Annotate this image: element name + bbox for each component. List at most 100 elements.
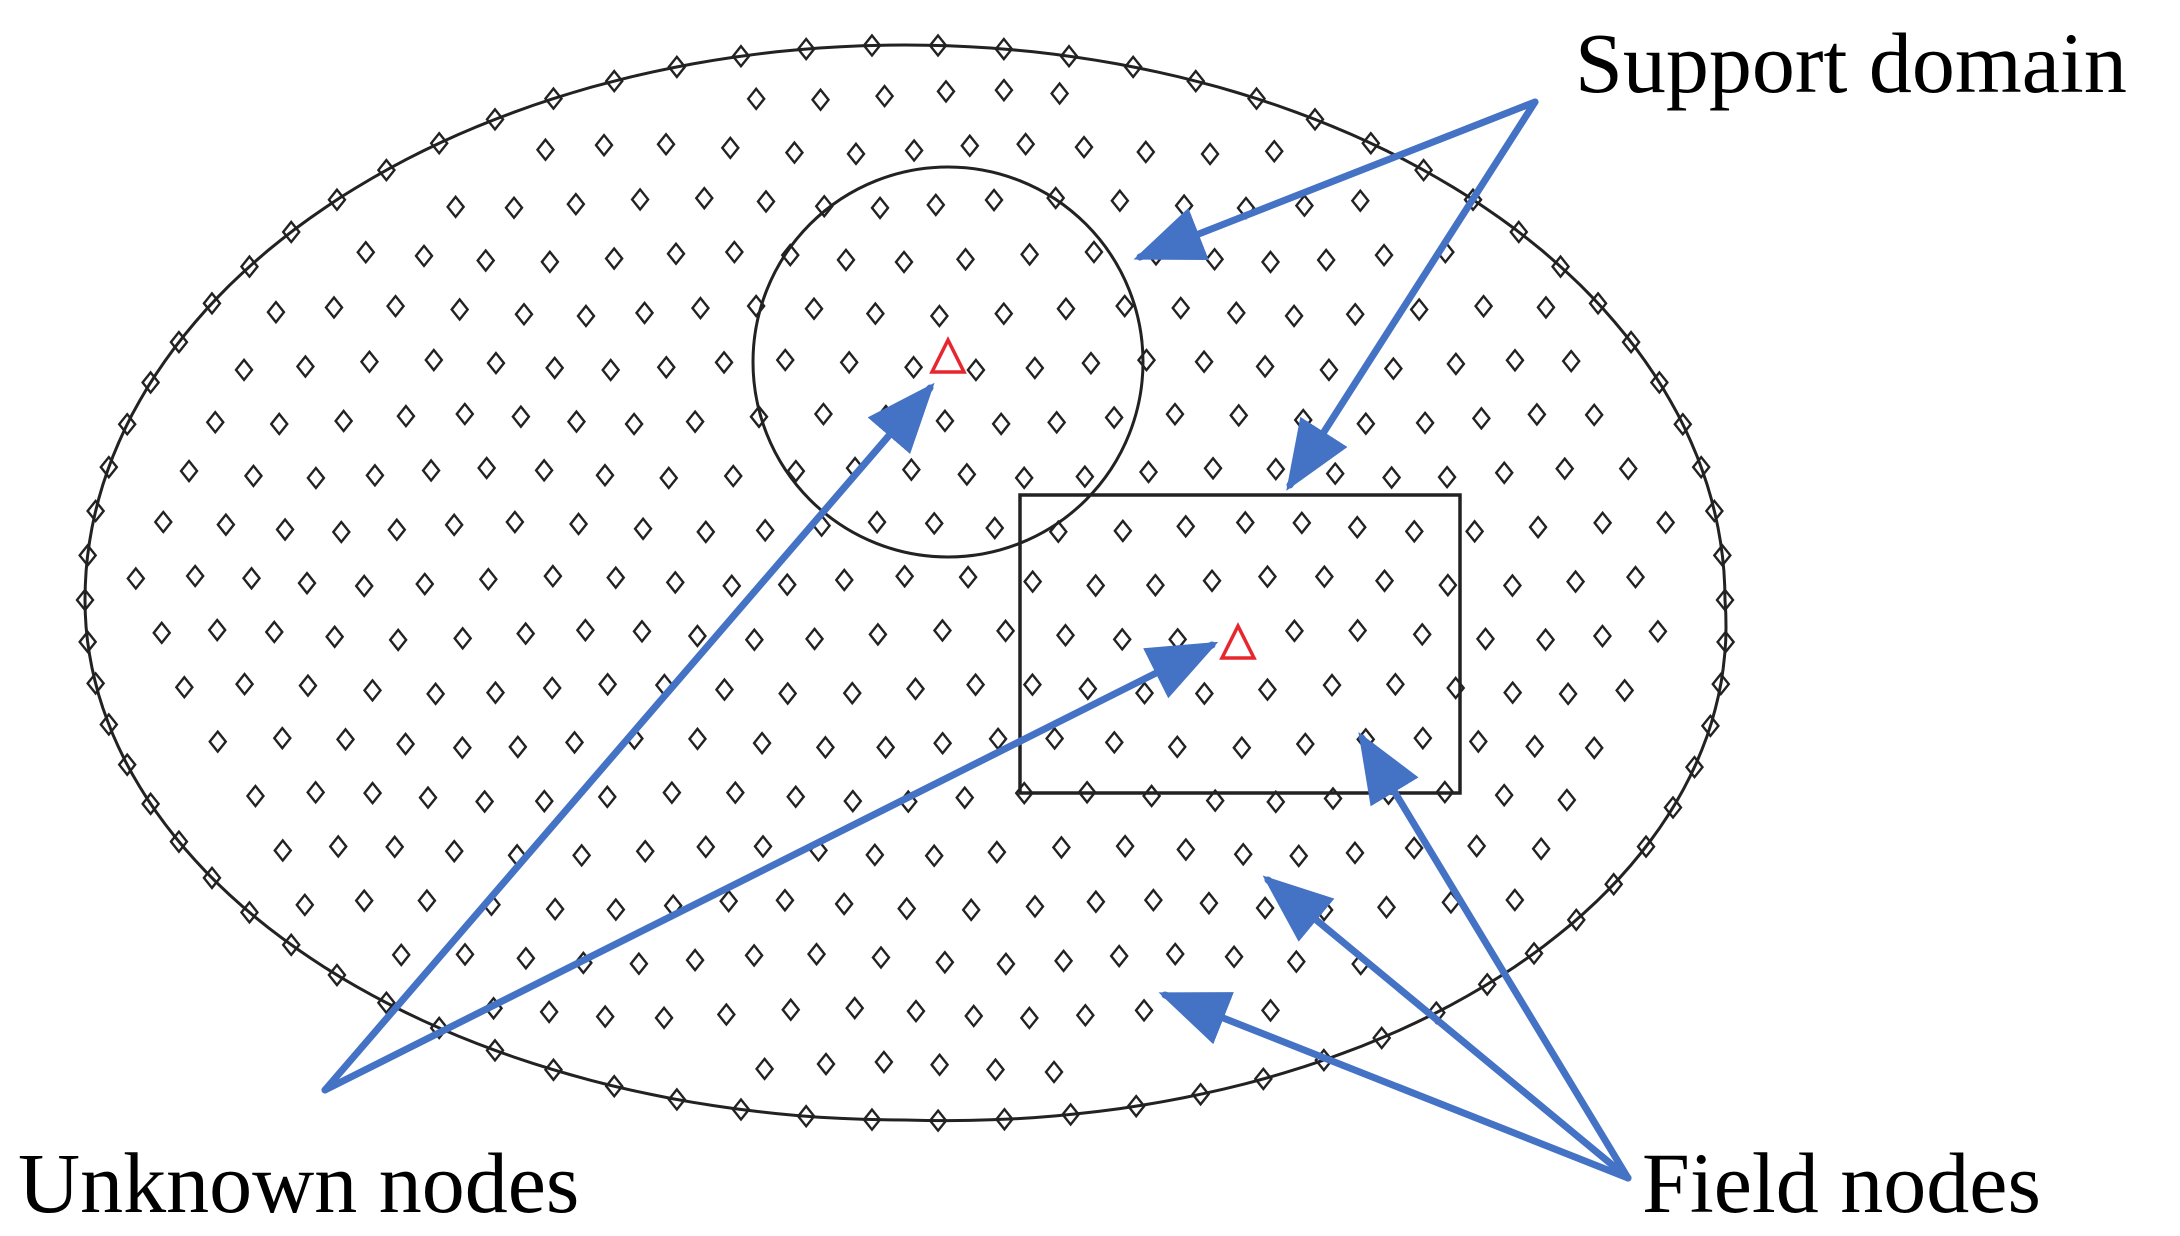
field-node-diamond-icon [153, 510, 173, 534]
field-node-diamond-icon [960, 133, 980, 158]
field-node-diamond-icon [1525, 734, 1545, 759]
boundary-node-diamond-icon [239, 900, 259, 925]
field-node-diamond-icon [1347, 515, 1367, 540]
boundary-node-diamond-icon [667, 1087, 687, 1112]
field-node-diamond-icon [269, 412, 289, 436]
field-node-diamond-icon [786, 459, 806, 484]
boundary-node-diamond-icon [78, 543, 98, 568]
field-node-diamond-icon [1438, 573, 1458, 598]
field-node-diamond-icon [542, 676, 562, 700]
field-node-diamond-icon [446, 194, 466, 219]
unknown-nodes-label: Unknown nodes [18, 1135, 580, 1231]
circular-support-domain [751, 165, 1145, 559]
field-node-diamond-icon [1284, 304, 1304, 328]
field-node-diamond-icon [424, 348, 444, 372]
boundary-node-diamond-icon [1253, 1066, 1273, 1091]
field-node-diamond-icon [534, 458, 554, 483]
field-node-diamond-icon [1625, 565, 1646, 590]
field-node-diamond-icon [1467, 834, 1487, 858]
field-node-diamond-icon [1648, 619, 1668, 644]
field-node-diamond-icon [185, 564, 205, 588]
support-domain-label: Support domain [1575, 15, 2127, 111]
field-node-diamond-icon [1374, 243, 1394, 268]
boundary-node-diamond-icon [202, 866, 222, 890]
unknown-nodes-arrow-line-2 [321, 641, 1219, 1094]
boundary-node-diamond-icon [928, 33, 948, 58]
field-node-diamond-icon [1264, 139, 1284, 164]
field-node-diamond-icon [804, 296, 824, 321]
field-node-diamond-icon [1051, 835, 1071, 860]
field-node-diamond-icon [1592, 624, 1612, 648]
field-node-diamond-icon [1385, 672, 1405, 697]
boundary-node-diamond-icon [1361, 131, 1381, 156]
field-node-diamond-icon [690, 296, 710, 320]
field-node-diamond-icon [539, 999, 559, 1024]
field-node-diamond-icon [426, 681, 446, 706]
field-node-diamond-icon [1194, 681, 1214, 706]
field-node-diamond-icon [396, 404, 416, 429]
field-node-diamond-icon [843, 789, 863, 814]
field-node-diamond-icon [354, 888, 374, 913]
field-node-diamond-icon [1593, 510, 1613, 535]
boundary-node-diamond-icon [1061, 1102, 1081, 1127]
field-node-diamond-icon [545, 897, 565, 922]
field-node-diamond-icon [722, 573, 742, 598]
field-node-diamond-icon [297, 571, 317, 596]
boundary-node-diamond-icon [239, 254, 259, 279]
field-node-diamond-icon [1374, 568, 1395, 593]
field-node-diamond-icon [387, 517, 407, 542]
boundary-node-diamond-icon [1604, 872, 1624, 897]
field-node-diamond-icon [1503, 680, 1523, 705]
field-node-diamond-icon [535, 137, 556, 162]
field-node-diamond-icon [1020, 242, 1040, 267]
field-node-diamond-icon [1356, 411, 1376, 436]
boundary-node-diamond-icon [1126, 1094, 1146, 1119]
field-node-diamond-icon [752, 731, 772, 756]
field-node-diamond-icon [924, 511, 944, 536]
boundary-node-diamond-icon [141, 370, 161, 395]
field-node-diamond-icon [662, 780, 682, 805]
field-node-diamond-icon [359, 349, 379, 374]
field-node-diamond-icon [1104, 405, 1124, 430]
field-node-diamond-icon [595, 463, 615, 488]
field-node-diamond-icon [174, 675, 194, 700]
field-node-diamond-icon [388, 627, 408, 652]
field-node-diamond-icon [936, 79, 956, 104]
boundary-node-diamond-icon [1700, 713, 1720, 738]
field-node-diamond-icon [272, 726, 292, 751]
field-node-diamond-icon [905, 676, 926, 701]
field-node-diamond-icon [1016, 132, 1036, 156]
field-node-diamond-icon [1561, 349, 1581, 374]
field-node-diamond-icon [753, 834, 773, 859]
boundary-node-diamond-icon [1588, 291, 1608, 316]
field-node-diamond-icon [1134, 681, 1155, 706]
field-node-diamond-icon [1415, 410, 1435, 435]
boundary-node-diamond-icon [1711, 672, 1731, 696]
boundary-node-diamond-icon [485, 107, 505, 132]
field-nodes-group [75, 33, 1736, 1133]
field-node-diamond-icon [780, 243, 800, 268]
field-node-diamond-icon [415, 572, 435, 596]
field-node-diamond-icon [385, 834, 405, 859]
field-node-diamond-icon [595, 1004, 615, 1029]
field-node-diamond-icon [996, 952, 1016, 976]
boundary-node-diamond-icon [429, 1016, 449, 1040]
field-node-diamond-icon [1404, 836, 1424, 860]
field-node-diamond-icon [1224, 944, 1244, 969]
field-node-diamond-icon [1584, 736, 1604, 760]
field-node-diamond-icon [1078, 676, 1098, 701]
boundary-node-diamond-icon [796, 1104, 816, 1129]
field-node-diamond-icon [540, 249, 560, 274]
field-node-diamond-icon [904, 138, 924, 163]
field-node-diamond-icon [1019, 1006, 1039, 1030]
field-node-diamond-icon [1176, 837, 1196, 862]
field-node-diamond-icon [264, 620, 284, 644]
field-node-diamond-icon [720, 135, 740, 160]
field-node-diamond-icon [362, 678, 383, 703]
field-node-diamond-icon [813, 402, 833, 426]
field-nodes-arrow-line-3 [1158, 991, 1632, 1182]
field-node-diamond-icon [235, 672, 255, 697]
field-node-diamond-icon [955, 247, 976, 272]
field-node-diamond-icon [696, 519, 716, 544]
field-node-diamond-icon [1316, 248, 1336, 272]
